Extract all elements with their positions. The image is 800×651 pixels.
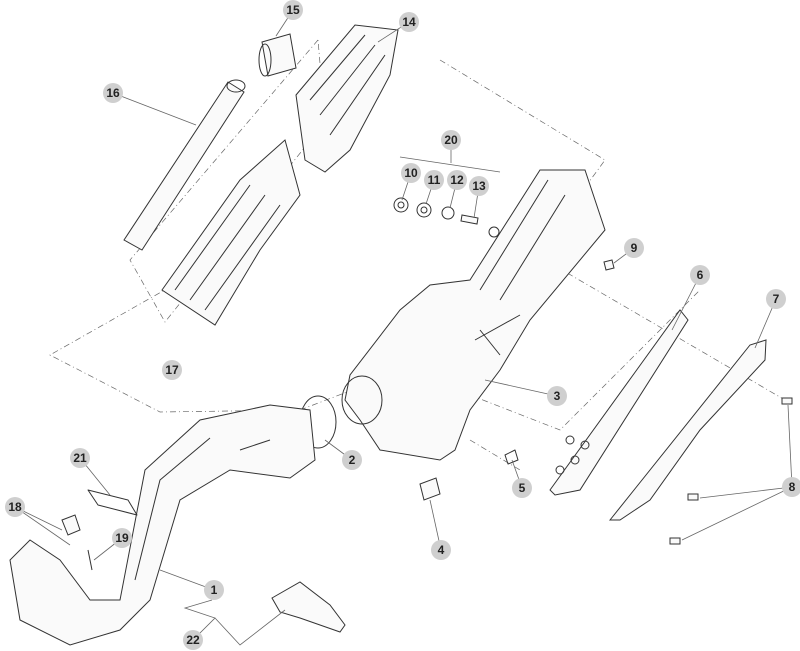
callout-22[interactable]: 22 [183, 630, 203, 650]
callout-15[interactable]: 15 [283, 0, 303, 20]
part-4-bush [419, 477, 441, 501]
svg-text:22: 22 [186, 633, 200, 647]
part-3-silencer [341, 169, 606, 461]
callout-14[interactable]: 14 [399, 12, 419, 32]
callout-18[interactable]: 18 [5, 497, 25, 517]
callout-4[interactable]: 4 [431, 540, 451, 560]
svg-text:19: 19 [115, 531, 129, 545]
callout-3[interactable]: 3 [547, 386, 567, 406]
svg-text:6: 6 [697, 268, 704, 282]
svg-text:16: 16 [106, 86, 120, 100]
callout-9[interactable]: 9 [624, 238, 644, 258]
callout-17[interactable]: 17 [162, 360, 182, 380]
svg-text:7: 7 [773, 292, 780, 306]
callout-2[interactable]: 2 [342, 450, 362, 470]
part-19-spring [87, 549, 93, 571]
part-16-link-pipe [123, 79, 246, 251]
svg-text:18: 18 [8, 500, 22, 514]
svg-text:12: 12 [450, 173, 464, 187]
svg-text:15: 15 [286, 3, 300, 17]
part-1-header-pipe [9, 404, 316, 646]
svg-text:13: 13 [472, 179, 486, 193]
callout-7[interactable]: 7 [766, 289, 786, 309]
callout-12[interactable]: 12 [447, 170, 467, 190]
part-6-heat-guard [549, 309, 689, 496]
svg-text:8: 8 [789, 480, 796, 494]
washer-set [393, 197, 479, 225]
part-14-shield [295, 24, 399, 173]
callout-5[interactable]: 5 [512, 478, 532, 498]
callout-1[interactable]: 1 [204, 580, 224, 600]
svg-text:20: 20 [444, 133, 458, 147]
callout-13[interactable]: 13 [469, 176, 489, 196]
callout-21[interactable]: 21 [70, 448, 90, 468]
svg-text:14: 14 [402, 15, 416, 29]
svg-text:1: 1 [211, 583, 218, 597]
heat-shield-group-outline [129, 39, 326, 323]
part-18-studs [61, 514, 81, 536]
part-8-bolts [669, 397, 793, 545]
callout-16[interactable]: 16 [103, 83, 123, 103]
mount-plane-outline [469, 259, 786, 471]
svg-text:4: 4 [438, 543, 445, 557]
leader-lines [14, 9, 793, 646]
part-5-clip [504, 449, 519, 465]
part-9-bolt [603, 259, 615, 271]
part-22-sensor [271, 581, 346, 633]
svg-text:11: 11 [428, 173, 441, 187]
callout-20[interactable]: 20 [441, 130, 461, 150]
svg-text:3: 3 [554, 389, 561, 403]
callout-8[interactable]: 8 [782, 477, 800, 497]
svg-text:5: 5 [519, 481, 526, 495]
callout-19[interactable]: 19 [112, 528, 132, 548]
svg-text:2: 2 [349, 453, 356, 467]
callout-11[interactable]: 11 [424, 170, 444, 190]
callout-6[interactable]: 6 [690, 265, 710, 285]
part-7-outer-guard [608, 339, 767, 521]
part-21-flange-gasket [87, 489, 138, 516]
part-15-sleeve [258, 33, 297, 77]
svg-text:9: 9 [631, 241, 638, 255]
svg-text:10: 10 [404, 166, 418, 180]
part-17-silencer-shield [161, 139, 301, 326]
svg-text:17: 17 [165, 363, 179, 377]
callout-10[interactable]: 10 [401, 163, 421, 183]
svg-text:21: 21 [73, 451, 87, 465]
